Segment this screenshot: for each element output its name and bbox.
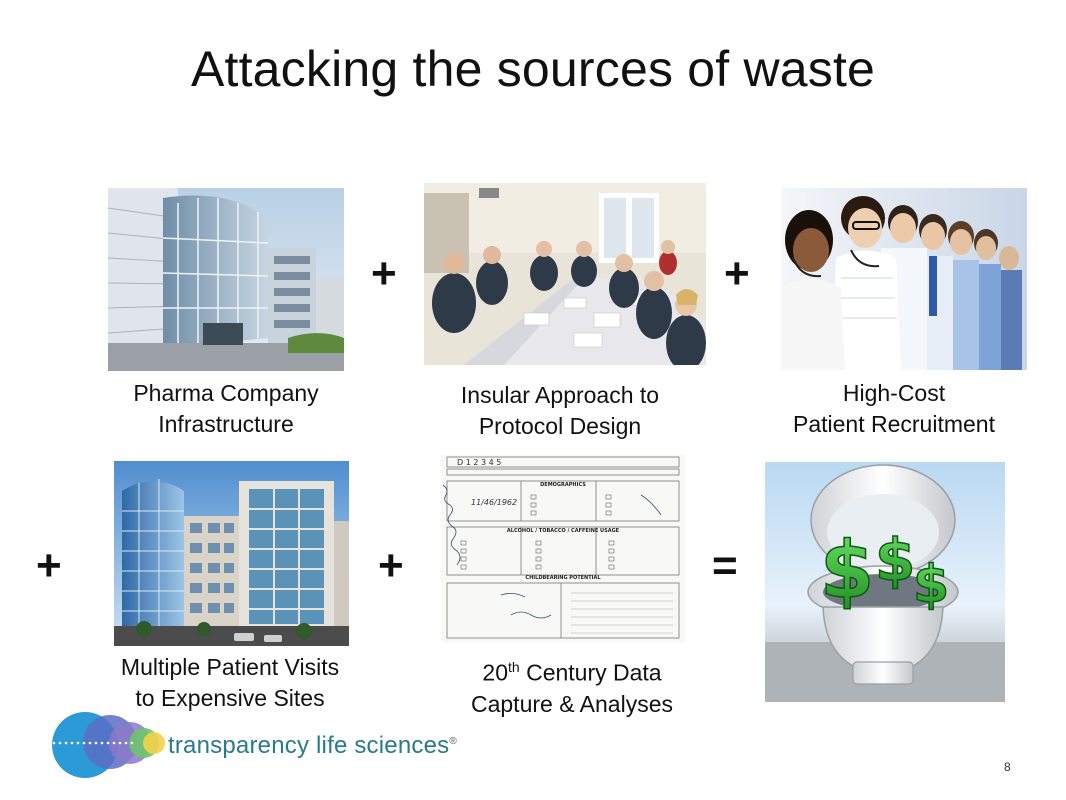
money-toilet-image: $ $ $ — [765, 462, 1005, 702]
meeting-room-image — [424, 183, 706, 365]
caption-pharma-infrastructure: Pharma Company Infrastructure — [96, 378, 356, 440]
page-number: 8 — [1004, 760, 1011, 774]
paper-form-image: D 1 2 3 4 5 DEMOGRAPHICS ALCOHOL / TOBAC… — [441, 455, 685, 642]
caption-line: Multiple Patient Visits — [120, 654, 340, 680]
slide-title: Attacking the sources of waste — [190, 41, 876, 97]
logo-wordmark: transparency life sciences — [168, 732, 450, 759]
caption-prefix: 20 — [482, 659, 508, 686]
caption-superscript: th — [508, 659, 520, 675]
caption-line: to Expensive Sites — [135, 685, 325, 711]
caption-suffix: Century Data — [519, 659, 662, 686]
equals-operator: = — [712, 541, 738, 590]
caption-patient-visits: Multiple Patient Visits to Expensive Sit… — [90, 652, 370, 714]
caption-line: Infrastructure — [158, 411, 294, 437]
logo-circles-icon — [46, 712, 165, 778]
form-alcohol-heading: ALCOHOL / TOBACCO / CAFFEINE USAGE — [507, 528, 620, 534]
caption-line: Insular Approach to — [460, 382, 660, 408]
dollar-sign: $ — [875, 526, 915, 594]
caption-line: 20th Century Data — [432, 652, 712, 689]
caption-data-capture: 20th Century Data Capture & Analyses — [432, 652, 712, 720]
caption-line: Capture & Analyses — [470, 690, 673, 717]
dollar-sign: $ — [913, 555, 949, 615]
company-logo: transparency life sciences® — [40, 710, 460, 780]
form-demographics-heading: DEMOGRAPHICS — [540, 482, 586, 488]
form-top-digits: D 1 2 3 4 5 — [457, 458, 501, 467]
caption-protocol-design: Insular Approach to Protocol Design — [424, 380, 696, 442]
caption-patient-recruitment: High-Cost Patient Recruitment — [760, 378, 1028, 440]
hospital-buildings-image — [114, 461, 349, 646]
logo-text: transparency life sciences® — [168, 732, 457, 760]
plus-operator-4: + — [378, 541, 404, 590]
plus-operator-1: + — [371, 249, 397, 298]
caption-line: Protocol Design — [478, 413, 642, 439]
pharma-building-image — [108, 188, 344, 371]
plus-operator-3: + — [36, 541, 62, 590]
caption-line: Patient Recruitment — [793, 411, 995, 437]
caption-line: High-Cost — [842, 380, 946, 406]
registered-mark: ® — [449, 736, 457, 747]
call-center-image — [781, 188, 1027, 370]
form-childbearing-heading: CHILDBEARING POTENTIAL — [525, 575, 601, 581]
form-handwritten-date: 11/46/1962 — [471, 498, 517, 507]
dollar-sign: $ — [820, 526, 874, 616]
plus-operator-2: + — [724, 249, 750, 298]
caption-line: Pharma Company — [133, 380, 319, 406]
